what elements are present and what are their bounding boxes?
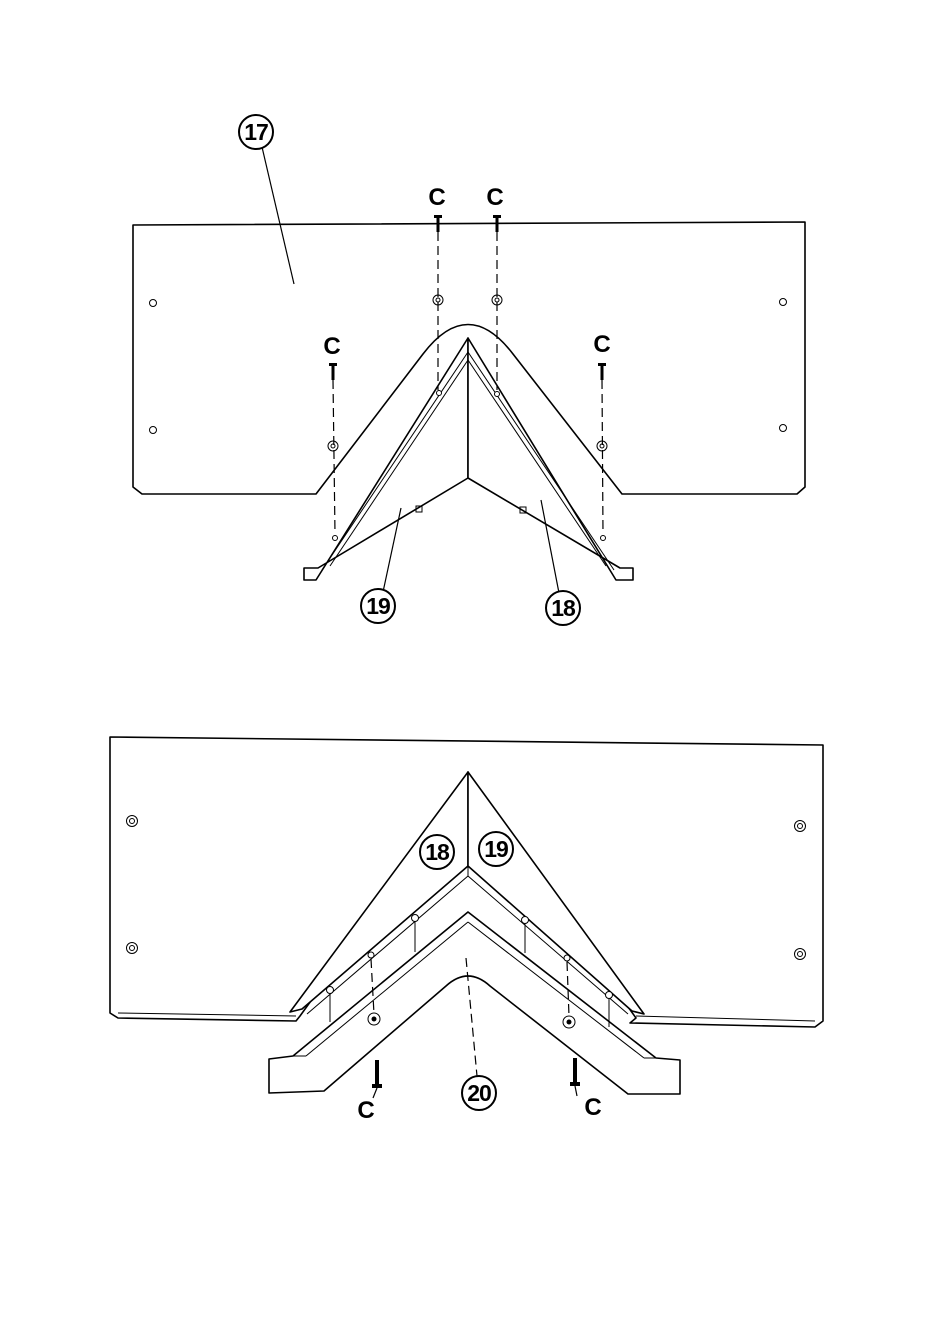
dowel <box>522 917 529 954</box>
part-number: 18 <box>425 839 450 865</box>
leader-line <box>575 1086 577 1096</box>
callout-20: 20 <box>462 1076 496 1110</box>
dowel <box>327 987 334 1023</box>
callout-18-bottom: 18 <box>420 835 454 869</box>
screw-label: C <box>486 184 503 211</box>
washer <box>368 1013 380 1025</box>
callout-19-bottom: 19 <box>479 832 513 866</box>
board-hole <box>564 955 570 961</box>
cam-nut <box>795 949 806 960</box>
board-hole <box>333 536 338 541</box>
washer <box>563 1016 575 1028</box>
board-hole <box>368 952 374 958</box>
panel-hole <box>150 300 157 307</box>
screw-label: C <box>357 1097 374 1124</box>
screw-label: C <box>323 333 340 360</box>
dowel <box>412 915 419 953</box>
figure-bottom: C C 18 19 20 <box>110 737 823 1124</box>
screw-icon <box>372 1060 382 1088</box>
board-hole <box>495 392 500 397</box>
screw-icon <box>570 1058 580 1086</box>
part-number: 17 <box>244 119 268 145</box>
cam-nut <box>127 816 138 827</box>
part-number: 18 <box>551 595 576 621</box>
part-number: 20 <box>467 1080 491 1106</box>
figure-top: C C C C 17 19 18 <box>133 115 805 625</box>
screw-label: C <box>428 184 445 211</box>
board-hole <box>601 536 606 541</box>
panel-hole <box>780 299 787 306</box>
screw-label: C <box>584 1094 601 1121</box>
screw-label: C <box>593 331 610 358</box>
cam-nut <box>795 821 806 832</box>
panel-hole <box>780 425 787 432</box>
panel-hole <box>150 427 157 434</box>
board-hole <box>437 391 442 396</box>
cam-nut <box>328 441 338 451</box>
cam-nut <box>127 943 138 954</box>
part-number: 19 <box>484 836 508 862</box>
part-number: 19 <box>366 593 390 619</box>
